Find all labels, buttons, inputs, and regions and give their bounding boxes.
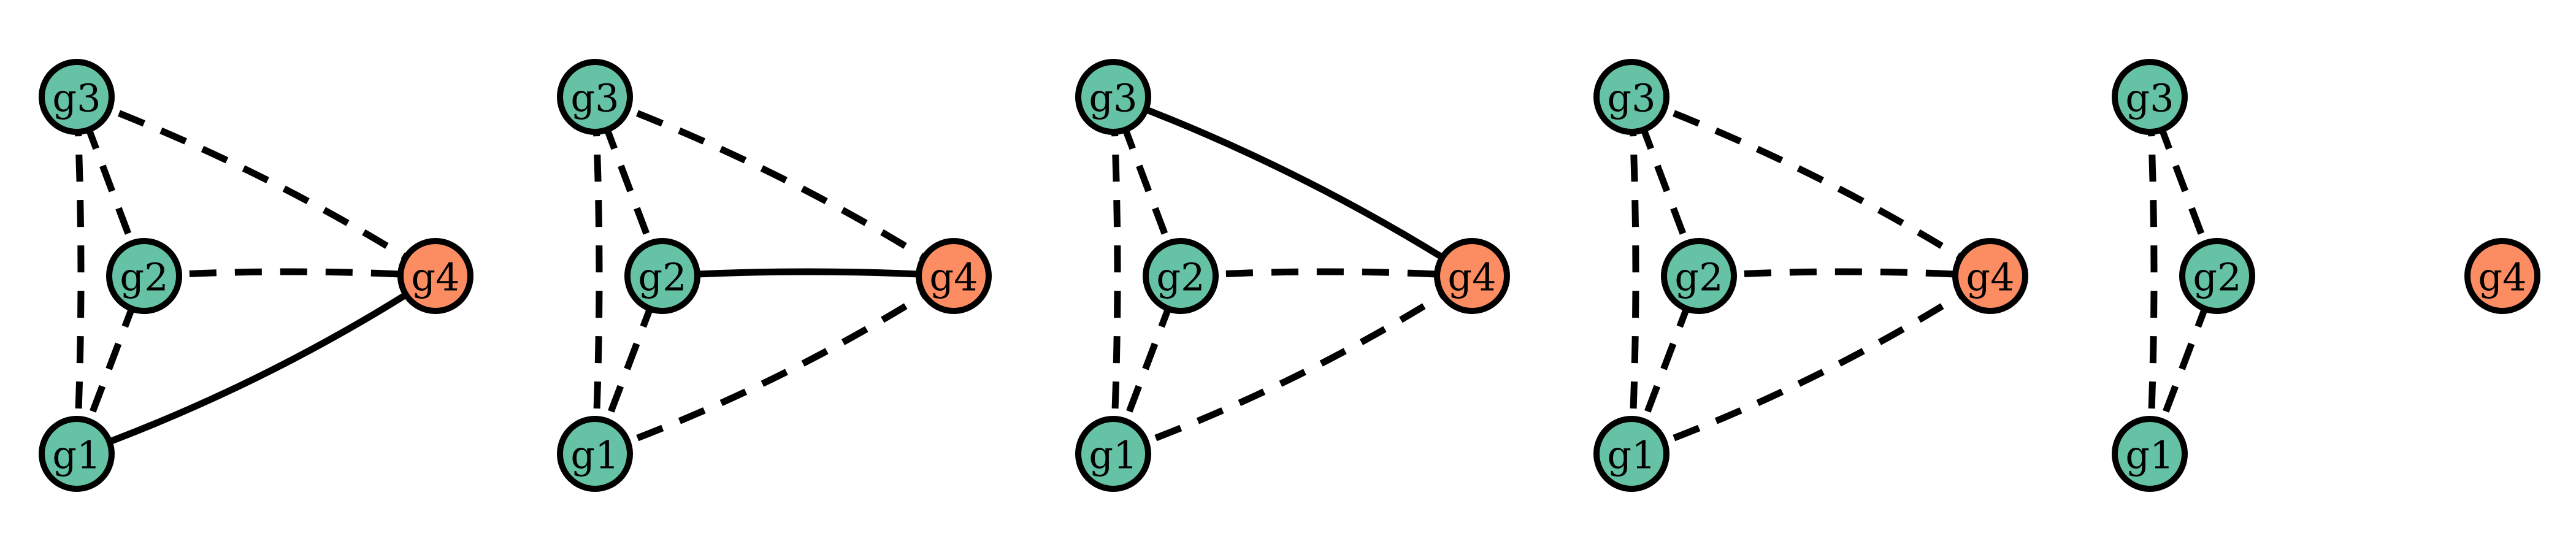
edge-g1-g3-dashed	[591, 96, 603, 454]
node-circle	[39, 59, 115, 135]
node-label: g3	[52, 76, 101, 121]
node-circle	[1075, 416, 1151, 492]
node-g3: g3	[1593, 59, 1669, 135]
graph-panel-3: g1 g2 g3 g4	[1075, 59, 1510, 492]
node-circle	[397, 238, 473, 314]
edge-g1-g3-dashed	[1110, 96, 1121, 454]
edge-g3-g4-dashed	[1630, 93, 1992, 279]
node-g2: g2	[1143, 238, 1219, 314]
edge-g2-g4-solid	[662, 268, 954, 280]
node-label: g1	[570, 433, 619, 478]
node-label: g3	[1607, 76, 1655, 121]
node-g2: g2	[106, 238, 182, 314]
node-label: g1	[1089, 433, 1137, 478]
node-circle	[2112, 416, 2188, 492]
node-g4: g4	[1434, 238, 1510, 314]
node-label: g4	[2478, 255, 2526, 300]
node-g1: g1	[2112, 416, 2188, 492]
node-label: g1	[1607, 433, 1655, 478]
node-g1: g1	[1593, 416, 1669, 492]
node-circle	[1593, 416, 1669, 492]
node-g4: g4	[397, 238, 473, 314]
node-g2: g2	[1661, 238, 1737, 314]
edge-g1-g4-dashed	[594, 273, 956, 458]
node-label: g3	[2125, 76, 2174, 121]
node-circle	[1075, 59, 1151, 135]
node-circle	[1593, 59, 1669, 135]
edge-g2-g4-dashed	[1698, 268, 1991, 280]
graph-panel-2: g1 g2 g3 g4	[557, 59, 992, 492]
node-g3: g3	[557, 59, 633, 135]
node-label: g2	[1156, 255, 1205, 300]
node-g3: g3	[2112, 59, 2188, 135]
edge-g3-g4-solid	[1112, 93, 1474, 279]
node-g4: g4	[1952, 238, 2028, 314]
node-g3: g3	[39, 59, 115, 135]
node-g4: g4	[2464, 238, 2540, 314]
node-circle	[624, 238, 700, 314]
node-circle	[557, 59, 633, 135]
node-circle	[1952, 238, 2028, 314]
graph-panel-1: g1 g2 g3 g4	[39, 59, 473, 492]
node-label: g2	[638, 255, 686, 300]
edge-g1-g3-dashed	[2146, 96, 2158, 454]
edge-g2-g4-dashed	[1180, 268, 1473, 280]
node-label: g1	[2125, 433, 2174, 478]
node-circle	[106, 238, 182, 314]
node-circle	[2112, 59, 2188, 135]
node-g4: g4	[916, 238, 992, 314]
node-circle	[2464, 238, 2540, 314]
graph-panel-5: g1 g2 g3 g4	[2112, 59, 2540, 492]
node-circle	[1661, 238, 1737, 314]
node-label: g2	[120, 255, 168, 300]
edge-g3-g4-dashed	[594, 93, 956, 279]
node-circle	[2179, 238, 2255, 314]
edge-g1-g3-dashed	[73, 96, 85, 454]
node-g2: g2	[624, 238, 700, 314]
edge-g3-g4-dashed	[75, 93, 437, 279]
node-label: g4	[1447, 255, 1496, 300]
node-circle	[557, 416, 633, 492]
node-label: g3	[1089, 76, 1137, 121]
edge-g1-g4-solid	[75, 273, 437, 458]
edge-g2-g4-dashed	[144, 268, 436, 280]
node-circle	[39, 416, 115, 492]
node-g1: g1	[557, 416, 633, 492]
node-g1: g1	[1075, 416, 1151, 492]
node-circle	[1434, 238, 1510, 314]
node-label: g1	[52, 433, 101, 478]
node-g3: g3	[1075, 59, 1151, 135]
node-circle	[1143, 238, 1219, 314]
node-g1: g1	[39, 416, 115, 492]
node-label: g4	[1966, 255, 2014, 300]
node-label: g4	[929, 255, 978, 300]
node-label: g2	[2193, 255, 2241, 300]
node-circle	[916, 238, 992, 314]
edge-g1-g4-dashed	[1112, 273, 1474, 458]
node-label: g2	[1674, 255, 1723, 300]
node-g2: g2	[2179, 238, 2255, 314]
edge-g1-g3-dashed	[1628, 96, 1639, 454]
graph-panel-4: g1 g2 g3 g4	[1593, 59, 2028, 492]
node-label: g3	[570, 76, 619, 121]
edge-g1-g4-dashed	[1630, 273, 1992, 458]
node-label: g4	[411, 255, 459, 300]
